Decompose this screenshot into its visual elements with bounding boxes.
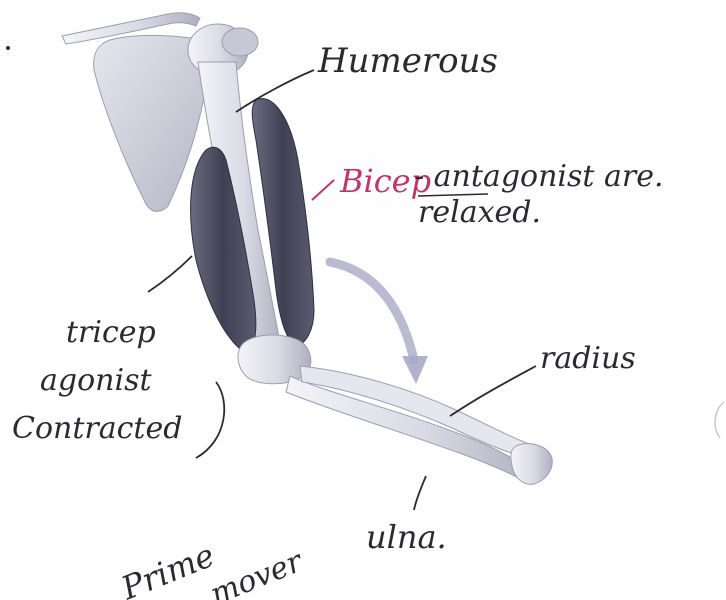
label-ulna: ulna. bbox=[366, 518, 447, 556]
prime-mover-label: Prime bbox=[115, 536, 219, 600]
label-tricep: tricep bbox=[66, 315, 156, 350]
label-agonist: agonist bbox=[40, 363, 152, 398]
label-antagonist-1: - antagonist are. bbox=[414, 159, 664, 194]
flexion-arrow-head bbox=[402, 356, 428, 384]
label-humerus: Humerous bbox=[317, 41, 498, 81]
label-radius: radius bbox=[540, 341, 636, 376]
radius-leader-line bbox=[450, 366, 536, 416]
stray-dot bbox=[6, 46, 10, 50]
label-antagonist-2: relaxed. bbox=[418, 195, 541, 230]
elbow-joint bbox=[238, 335, 311, 384]
label-prime: Prime bbox=[115, 536, 219, 600]
wrist-end bbox=[511, 444, 553, 485]
tricep-bracket bbox=[196, 382, 224, 458]
label-mover: mover bbox=[205, 544, 308, 600]
bicep-leader-line bbox=[312, 180, 334, 200]
label-contracted: Contracted bbox=[12, 411, 182, 446]
humerus-tubercle bbox=[222, 28, 258, 56]
mover-label-group: mover bbox=[205, 544, 308, 600]
radius-bone bbox=[300, 366, 540, 460]
tricep-leader-line bbox=[148, 256, 192, 292]
page-edge-mark bbox=[715, 402, 724, 438]
flexion-arrow-shaft bbox=[330, 262, 414, 360]
ulna-leader-line bbox=[414, 476, 426, 510]
